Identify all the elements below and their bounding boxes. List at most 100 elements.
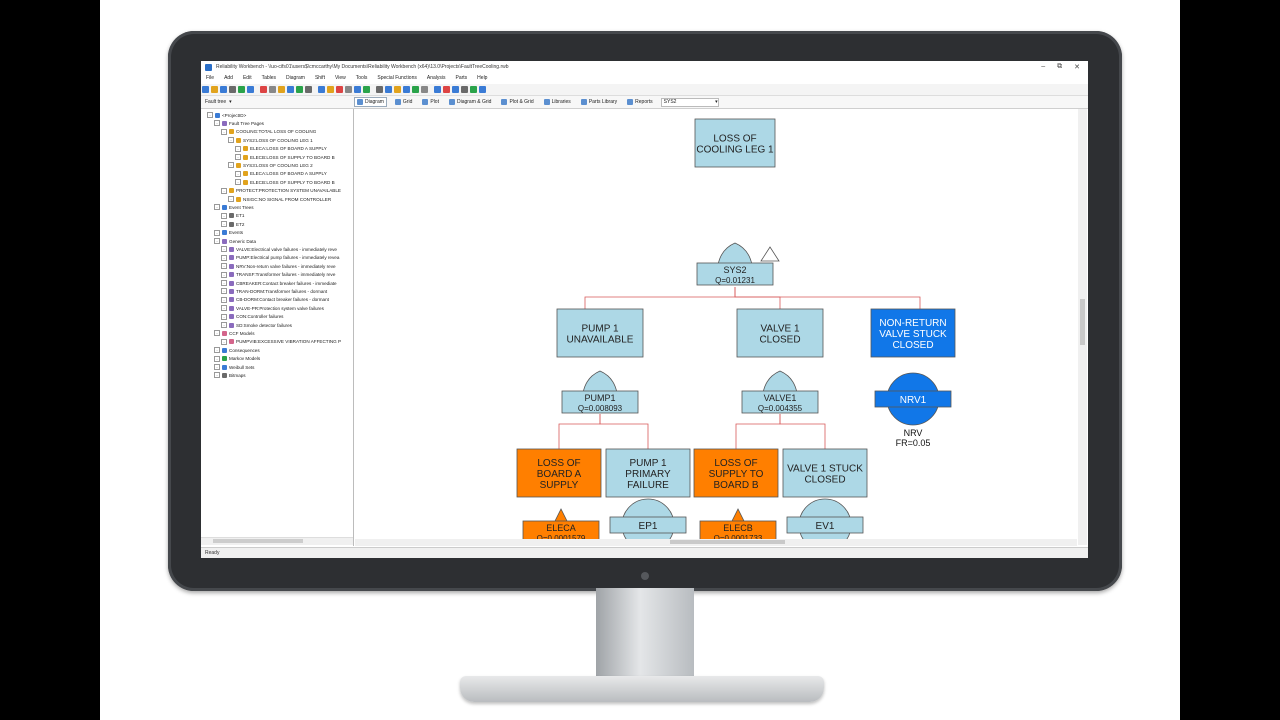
toolbar-tool-icon[interactable]	[287, 86, 294, 93]
toolbar-tool-icon[interactable]	[479, 86, 486, 93]
expand-toggle-icon[interactable]: -	[221, 254, 227, 261]
toolbar-tool-icon[interactable]	[327, 86, 334, 93]
expand-toggle-icon[interactable]: -	[214, 364, 220, 370]
tab-plot[interactable]: Plot	[420, 98, 441, 106]
tree-item[interactable]: -ELECB:LOSS OF SUPPLY TO BOARD B	[235, 178, 335, 186]
menu-item-shift[interactable]: Shift	[314, 75, 325, 81]
tab-libraries[interactable]: Libraries	[542, 98, 573, 106]
page-selector[interactable]: SYS2 ▾	[660, 97, 719, 107]
expand-toggle-icon[interactable]: -	[214, 347, 220, 354]
tree-item[interactable]: -ET1	[221, 212, 244, 220]
tree-item[interactable]: -TRANSF:Transformer failures - immediate…	[221, 271, 335, 279]
expand-toggle-icon[interactable]: -	[214, 372, 220, 379]
tree-item[interactable]: -SYS2:LOSS OF COOLING LEG 1	[228, 136, 313, 144]
valvestuck-event-box[interactable]	[782, 448, 868, 498]
tree-item[interactable]: -CB-DORM:Contact breaker failures - dorm…	[221, 296, 329, 304]
toolbar-tool-icon[interactable]	[421, 86, 428, 93]
menu-item-parts[interactable]: Parts	[455, 75, 468, 81]
valve1-event-box[interactable]	[736, 308, 824, 358]
tab-reports[interactable]: Reports	[625, 98, 655, 106]
tree-item[interactable]: -Markov Models	[214, 355, 260, 363]
tree-item[interactable]: -Bitmaps	[214, 371, 246, 379]
tree-item[interactable]: -ELECA:LOSS OF BOARD A SUPPLY	[235, 145, 327, 153]
tab-diagram[interactable]: Diagram	[354, 97, 387, 107]
expand-toggle-icon[interactable]: -	[214, 120, 220, 127]
expand-toggle-icon[interactable]: -	[221, 187, 227, 194]
toolbar-tool-icon[interactable]	[354, 86, 361, 93]
toolbar-tool-icon[interactable]	[220, 86, 227, 93]
tree-item[interactable]: -Generic Data	[214, 237, 256, 245]
tree-item[interactable]: -ELECB:LOSS OF SUPPLY TO BOARD B	[235, 153, 335, 161]
tree-item[interactable]: -CON:Controller failures	[221, 313, 283, 321]
toolbar-tool-icon[interactable]	[385, 86, 392, 93]
ep1-event[interactable]	[609, 516, 687, 534]
tree-item[interactable]: -TRAN-DORM:Transformer failures - dorman…	[221, 287, 327, 295]
expand-toggle-icon[interactable]: -	[214, 204, 220, 211]
menu-item-special-functions[interactable]: Special Functions	[377, 75, 417, 81]
tree-item[interactable]: -Weibull Sets	[214, 363, 254, 371]
tree-item[interactable]: -CCF Models	[214, 329, 255, 337]
tab-plot-grid[interactable]: Plot & Grid	[499, 98, 535, 106]
expand-toggle-icon[interactable]: -	[221, 305, 227, 312]
top-event-box[interactable]	[694, 118, 776, 168]
expand-toggle-icon[interactable]: -	[221, 246, 227, 253]
menu-item-view[interactable]: View	[334, 75, 346, 81]
tree-item[interactable]: -ELECA:LOSS OF BOARD A SUPPLY	[235, 170, 327, 178]
chevron-down-icon[interactable]: ▾	[229, 99, 232, 105]
top-gate[interactable]	[696, 262, 774, 286]
tree-item[interactable]: -SYS3:LOSS OF COOLING LEG 2	[228, 161, 313, 169]
toolbar-tool-icon[interactable]	[278, 86, 285, 93]
toolbar-tool-icon[interactable]	[345, 86, 352, 93]
toolbar-tool-icon[interactable]	[238, 86, 245, 93]
tab-diagram-grid[interactable]: Diagram & Grid	[447, 98, 493, 106]
tree-item[interactable]: -PUMPVIB:EXCESSIVE VIBRATION AFFECTING P	[221, 338, 341, 346]
tree-item[interactable]: -<ProjectID>	[207, 111, 246, 119]
toolbar-tool-icon[interactable]	[247, 86, 254, 93]
toolbar-tool-icon[interactable]	[461, 86, 468, 93]
chevron-down-icon[interactable]: ▾	[715, 99, 718, 105]
menu-item-tables[interactable]: Tables	[261, 75, 277, 81]
expand-toggle-icon[interactable]: -	[214, 330, 220, 337]
tree-item[interactable]: -Events	[214, 229, 243, 237]
expand-toggle-icon[interactable]: -	[221, 212, 227, 219]
tree-item[interactable]: -PROTECT:PROTECTION SYSTEM UNAVAILABLE	[221, 187, 341, 195]
expand-toggle-icon[interactable]: -	[235, 170, 241, 177]
toolbar-tool-icon[interactable]	[434, 86, 441, 93]
expand-toggle-icon[interactable]: -	[221, 288, 227, 295]
expand-toggle-icon[interactable]: -	[235, 179, 241, 186]
tree-item[interactable]: -SD:Smoke detector failures	[221, 321, 292, 329]
menu-item-tools[interactable]: Tools	[355, 75, 368, 81]
tab-parts-library[interactable]: Parts Library	[579, 98, 619, 106]
menu-item-diagram[interactable]: Diagram	[286, 75, 305, 81]
expand-toggle-icon[interactable]: -	[221, 128, 227, 135]
pump1-event-box[interactable]	[556, 308, 644, 358]
tab-grid[interactable]: Grid	[393, 98, 414, 106]
toolbar-tool-icon[interactable]	[296, 86, 303, 93]
menu-item-analysis[interactable]: Analysis	[426, 75, 446, 81]
pump1-gate[interactable]	[561, 390, 639, 414]
expand-toggle-icon[interactable]: -	[228, 162, 234, 169]
toolbar-tool-icon[interactable]	[412, 86, 419, 93]
toolbar-tool-icon[interactable]	[318, 86, 325, 93]
toolbar-tool-icon[interactable]	[229, 86, 236, 93]
tree-item[interactable]: -Event Trees	[214, 203, 254, 211]
pumpfail-event-box[interactable]	[605, 448, 691, 498]
valve1-gate[interactable]	[741, 390, 819, 414]
expand-toggle-icon[interactable]: -	[235, 145, 241, 152]
tree-item[interactable]: -Fault Tree Pages	[214, 119, 264, 127]
tree-item[interactable]: -ET2	[221, 220, 244, 228]
toolbar-tool-icon[interactable]	[305, 86, 312, 93]
toolbar-tool-icon[interactable]	[260, 86, 267, 93]
expand-toggle-icon[interactable]: -	[214, 355, 220, 362]
toolbar-tool-icon[interactable]	[363, 86, 370, 93]
menu-item-file[interactable]: File	[206, 75, 215, 81]
expand-toggle-icon[interactable]: -	[221, 322, 227, 328]
pane-selector[interactable]: Fault tree	[205, 99, 227, 105]
minimize-icon[interactable]: –	[1041, 63, 1046, 70]
boardb-event-box[interactable]	[693, 448, 779, 498]
tree-item[interactable]: -VALVE-PR:Protection system valve failur…	[221, 304, 324, 312]
expand-toggle-icon[interactable]: -	[228, 196, 234, 202]
vertical-scrollbar[interactable]	[1078, 109, 1087, 545]
horizontal-scrollbar[interactable]	[355, 539, 1077, 546]
